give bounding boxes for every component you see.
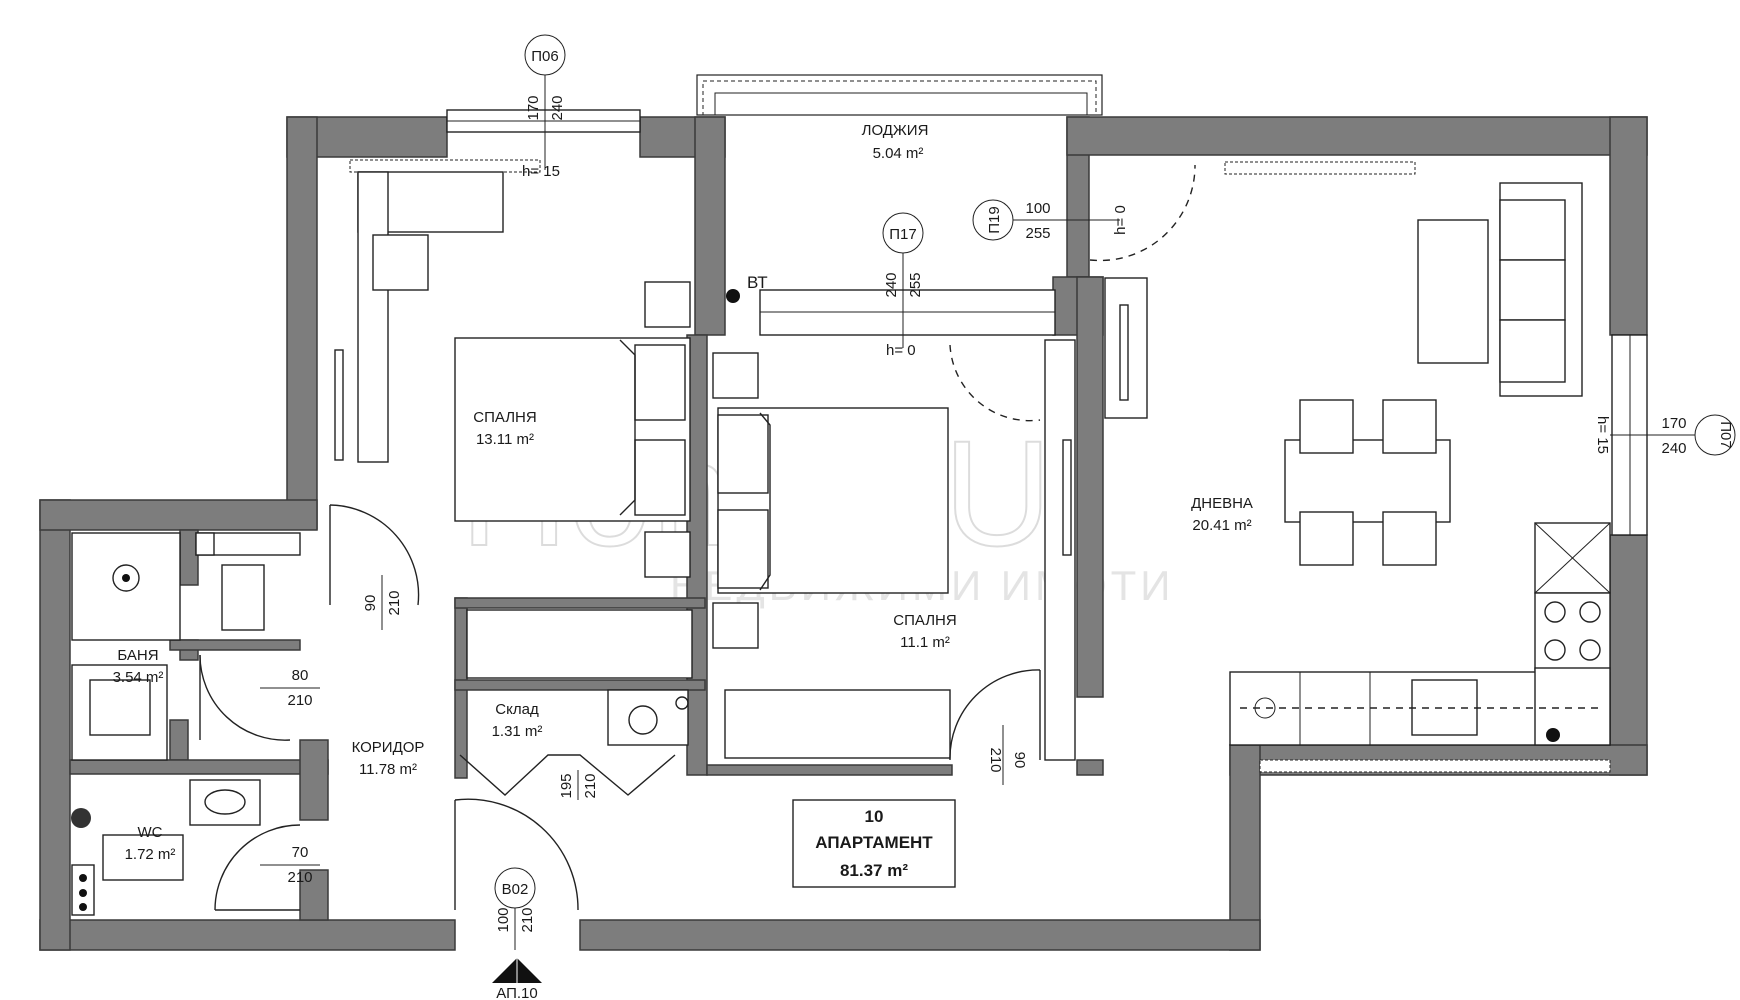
wc-area: 1.72 m² [125, 846, 176, 863]
door-bath-width: 80 [292, 667, 309, 684]
radiators [349, 159, 1611, 773]
b02-height: 210 [519, 907, 536, 932]
p07-tag: П07 [1717, 421, 1734, 448]
loggia-parapet [696, 74, 1103, 116]
door-wc-height: 210 [287, 869, 312, 886]
doors [199, 164, 1196, 911]
storage-name: Склад [495, 701, 539, 718]
b02-width: 100 [495, 907, 512, 932]
bedroom1-name: СПАЛНЯ [473, 409, 536, 426]
corridor-area: 11.78 m² [359, 761, 417, 778]
p19-tag: П19 [986, 206, 1003, 233]
p17-tag: П17 [889, 226, 916, 243]
p06-tag: П06 [531, 48, 558, 65]
apartment-number: 10 [865, 807, 884, 826]
bathroom-name: БАНЯ [117, 647, 158, 664]
bedroom1-area: 13.11 m² [476, 431, 534, 448]
door-bed1-height: 210 [386, 590, 403, 615]
door-bed1-width: 90 [362, 595, 379, 612]
p17-sill: h= 0 [886, 342, 916, 359]
apartment-area: 81.37 m² [840, 861, 908, 880]
opening-tags: П06 170 240 h= 15 П17 240 255 h= 0 П19 1… [494, 34, 1736, 950]
corridor-name: КОРИДОР [352, 739, 425, 756]
bathroom-area: 3.54 m² [113, 669, 164, 686]
door-wc-width: 70 [292, 844, 309, 861]
wc-name: WC [138, 824, 163, 841]
entrance-marker: АП.10 [492, 958, 542, 1000]
room-labels: ЛОДЖИЯ 5.04 m² СПАЛНЯ 13.11 m² СПАЛНЯ 11… [113, 122, 1253, 863]
loggia-name: ЛОДЖИЯ [862, 122, 929, 139]
p07-width: 170 [1661, 415, 1686, 432]
b02-tag: В02 [502, 881, 529, 898]
door-bed2-height: 210 [987, 747, 1004, 772]
p07-sill: h= 15 [1594, 416, 1611, 454]
entrance-label: АП.10 [496, 985, 537, 1000]
door-bed2-width: 90 [1011, 752, 1028, 769]
p06-width: 170 [525, 95, 542, 120]
living-name: ДНЕВНА [1191, 495, 1253, 512]
p17-height: 255 [907, 272, 924, 297]
living-area: 20.41 m² [1192, 517, 1251, 534]
p19-height: 255 [1025, 225, 1050, 242]
p07-height: 240 [1661, 440, 1686, 457]
furniture [71, 171, 1611, 916]
p06-height: 240 [549, 95, 566, 120]
p17-width: 240 [883, 272, 900, 297]
door-bath-height: 210 [287, 692, 312, 709]
p19-sill: h= 0 [1112, 205, 1129, 235]
bedroom2-area: 11.1 m² [900, 634, 950, 651]
door-storage-height: 210 [582, 773, 599, 798]
door-dimensions: 90 210 80 210 70 210 195 210 90 210 [260, 575, 1028, 886]
door-storage-width: 195 [558, 773, 575, 798]
p06-sill: h= 15 [522, 163, 560, 180]
apartment-label-box: 10 АПАРТАМЕНТ 81.37 m² [792, 799, 956, 888]
bedroom2-name: СПАЛНЯ [893, 612, 956, 629]
bt-tag: ВТ [747, 273, 768, 292]
p19-width: 100 [1025, 200, 1050, 217]
storage-area: 1.31 m² [492, 723, 543, 740]
loggia-area: 5.04 m² [873, 145, 924, 162]
apartment-label: АПАРТАМЕНТ [815, 833, 933, 852]
